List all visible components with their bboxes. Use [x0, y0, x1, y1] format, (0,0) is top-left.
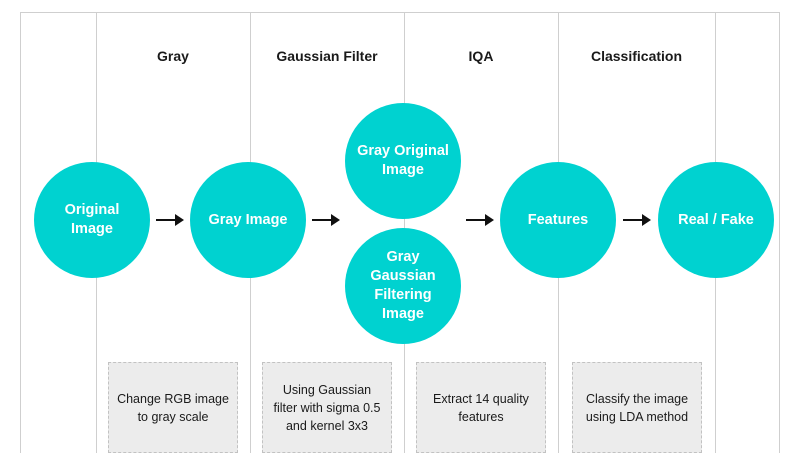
note-iqa: Extract 14 quality features [416, 362, 546, 453]
note-gaussian-filter: Using Gaussian filter with sigma 0.5 and… [262, 362, 392, 453]
header-iqa: IQA [468, 48, 494, 64]
arrow-right [466, 214, 494, 226]
note-classification: Classify the image using LDA method [572, 362, 702, 453]
node-features: Features [500, 162, 616, 278]
node-gray-gaussian-filtering-image: Gray Gaussian Filtering Image [345, 228, 461, 344]
node-original-image: Original Image [34, 162, 150, 278]
node-gray-original-image: Gray Original Image [345, 103, 461, 219]
diagram-frame [20, 12, 780, 453]
arrow-right [156, 214, 184, 226]
node-real-fake: Real / Fake [658, 162, 774, 278]
note-gray: Change RGB image to gray scale [108, 362, 238, 453]
header-classification: Classification [590, 48, 683, 64]
arrow-right [312, 214, 340, 226]
node-gray-image: Gray Image [190, 162, 306, 278]
header-gray: Gray [157, 48, 189, 64]
arrow-right [623, 214, 651, 226]
header-gaussian-filter: Gaussian Filter [276, 48, 378, 64]
